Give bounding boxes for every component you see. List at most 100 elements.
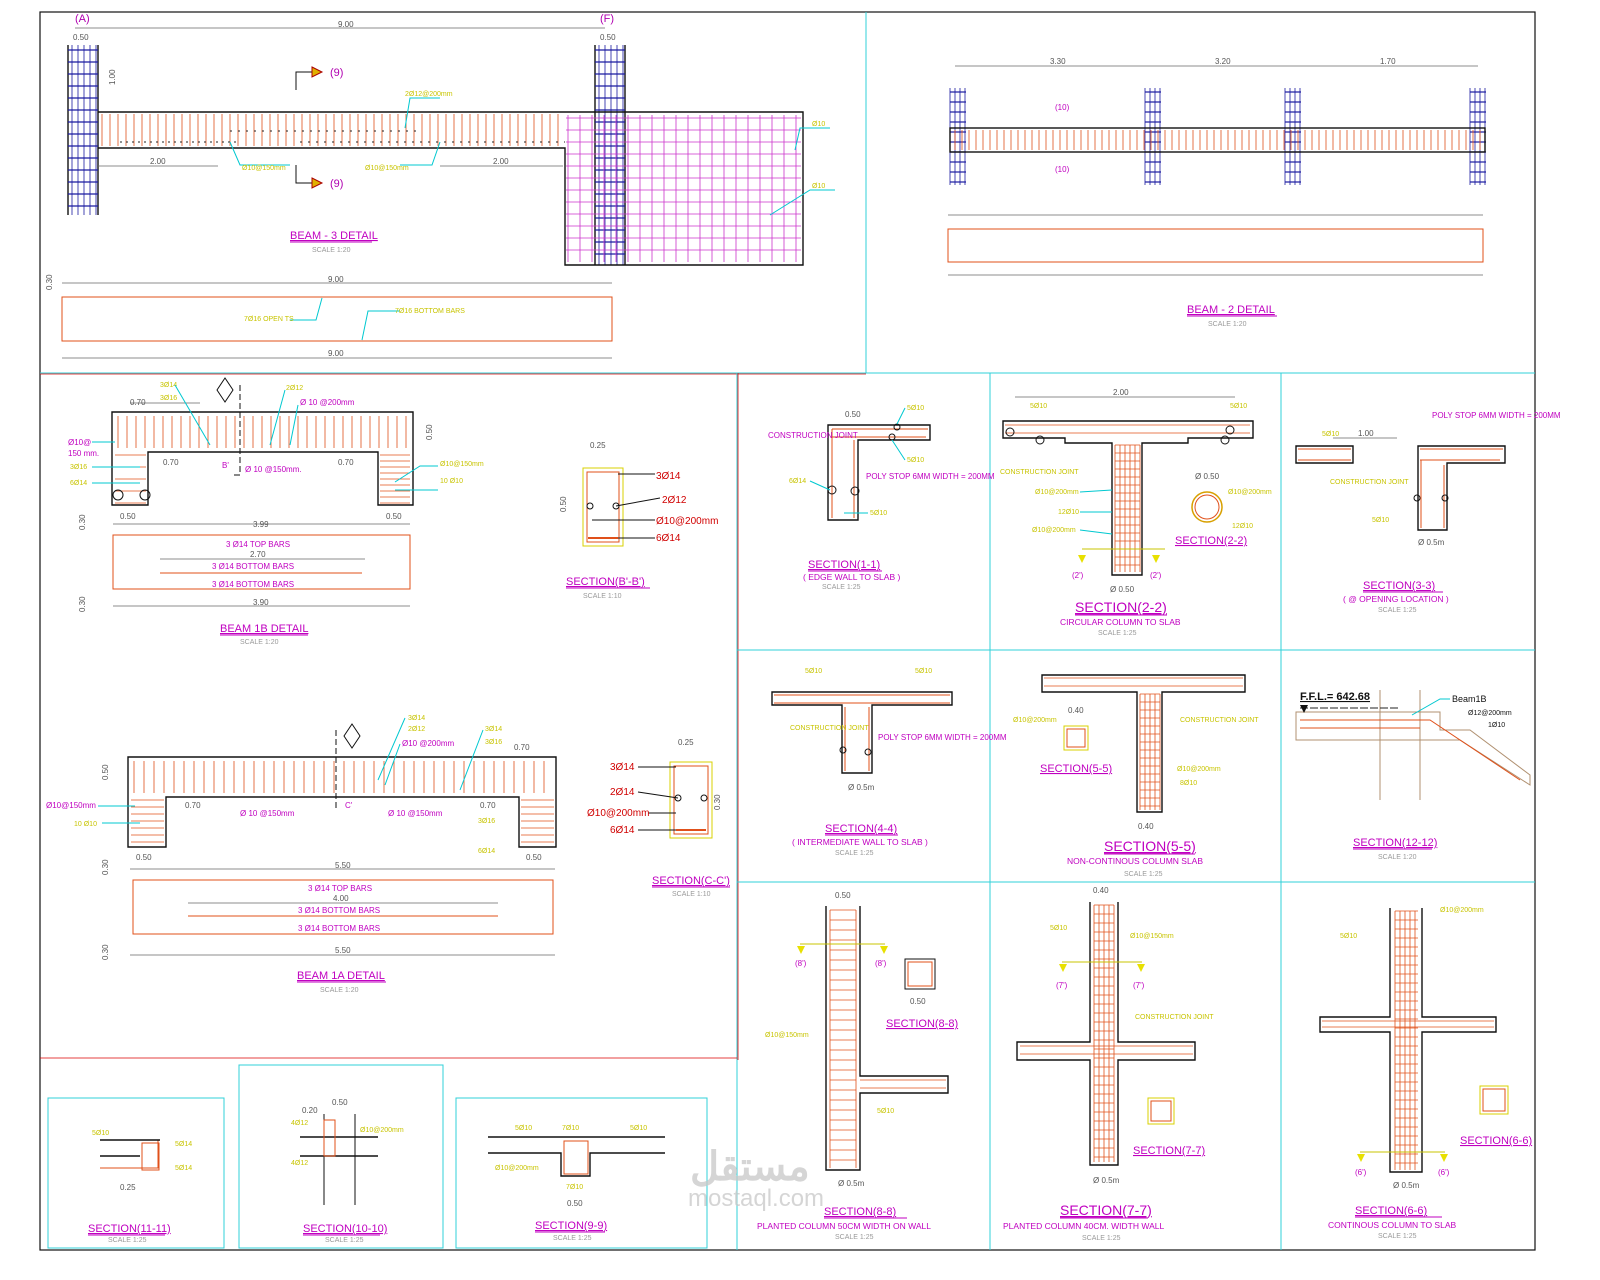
label-ties-2: Ø10@200mm: [1032, 527, 1076, 534]
label-construction-joint: CONSTRUCTION JOINT: [1135, 1014, 1214, 1021]
watermark: مستقل mostaql.com: [688, 1145, 824, 1212]
ffl-level: F.F.L.= 642.68: [1300, 691, 1370, 703]
label-bar-tr: 5Ø10: [1230, 403, 1247, 410]
label-bar-mid: 7Ø10: [562, 1125, 579, 1132]
section-7-7: 0.40 (7') (7') CONSTRUCTION JOINT Ø10@15…: [1003, 886, 1214, 1242]
scale-section-5-5: SCALE 1:25: [1124, 871, 1163, 878]
label-bar-2: 5Ø14: [175, 1141, 192, 1148]
subtitle-section-8-8: PLANTED COLUMN 50CM WIDTH ON WALL: [757, 1221, 931, 1231]
subtitle-section-6-6: CONTINOUS COLUMN TO SLAB: [1328, 1220, 1456, 1230]
label-mesh-1: Ø10: [812, 121, 825, 128]
label-6o14: 6Ø14: [789, 478, 806, 485]
section-5-5: 0.40 Ø10@200mm CONSTRUCTION JOINT Ø10@20…: [1013, 674, 1259, 878]
label-ties-1: Ø10@200mm: [1035, 489, 1079, 496]
section-mark-7-right: (7'): [1133, 981, 1145, 990]
label-circ-bars: 12Ø10: [1232, 523, 1253, 530]
title-section-b-b: SECTION(B'-B'): [566, 576, 645, 588]
label-o10-200: Ø 10 @200mm: [300, 398, 355, 407]
dim-dia: Ø 0.5m: [838, 1179, 865, 1188]
title-section-2-2: SECTION(2-2): [1075, 599, 1167, 615]
label-10o10: 10 Ø10: [440, 478, 463, 485]
dim-030: 0.30: [101, 859, 110, 875]
section-mark-8-right: (8'): [875, 959, 887, 968]
label-o10-150: Ø10@150mm: [46, 801, 96, 810]
scale-beam-1a: SCALE 1:20: [320, 987, 359, 994]
label-bar-tl: 5Ø10: [1030, 403, 1047, 410]
small-title-section-5-5: SECTION(5-5): [1040, 763, 1112, 775]
label-poly-stop: POLY STOP 6MM WIDTH = 200MM: [1432, 411, 1561, 420]
dim-dia: Ø 0.5m: [1418, 538, 1445, 547]
label-bar-tr: 5Ø10: [630, 1125, 647, 1132]
title-section-4-4: SECTION(4-4): [825, 823, 897, 835]
title-section-3-3: SECTION(3-3): [1363, 580, 1435, 592]
plan-label-top: 3 Ø14 TOP BARS: [308, 884, 372, 893]
label-top-bars: 2Ø12@200mm: [405, 91, 453, 98]
scale-section-3-3: SCALE 1:25: [1378, 607, 1417, 614]
bar-label-2: 2Ø12: [662, 495, 687, 506]
small-title-section-7-7: SECTION(7-7): [1133, 1145, 1205, 1157]
bar-label-2: 2Ø14: [610, 787, 635, 798]
dim-len-bottom: 5.50: [335, 946, 351, 955]
label-poly-stop: POLY STOP 6MM WIDTH = 200MM: [866, 472, 995, 481]
label-bar-2: 4Ø12: [291, 1160, 308, 1167]
beam-2-columns: [949, 88, 1486, 185]
dim-b2-2: 3.20: [1215, 57, 1231, 66]
label-construction-joint: CONSTRUCTION JOINT: [1180, 717, 1259, 724]
small-title-section-2-2: SECTION(2-2): [1175, 535, 1247, 547]
scale-section-9-9: SCALE 1:25: [553, 1235, 592, 1242]
label-150mm: 150 mm.: [68, 449, 99, 458]
section-mark-7-left: (7'): [1056, 981, 1068, 990]
label-bar: 8Ø10: [1180, 780, 1197, 787]
label-1o10: 1Ø10: [1488, 722, 1505, 729]
section-mark-2-right: (2'): [1150, 571, 1162, 580]
label-2o12: 2Ø12: [286, 385, 303, 392]
scale-section-7-7: SCALE 1:25: [1082, 1235, 1121, 1242]
section-mark-8-left: (8'): [795, 959, 807, 968]
dim-070-c: 0.70: [480, 801, 496, 810]
label-bar-tl: 5Ø10: [805, 668, 822, 675]
title-section-11-11: SECTION(11-11): [88, 1223, 171, 1235]
scale-section-2-2: SCALE 1:25: [1098, 630, 1137, 637]
dim-070-c: 0.70: [338, 458, 354, 467]
label-o10-150-right: Ø10@150mm: [440, 461, 484, 468]
label-3o16-b: 3Ø16: [70, 464, 87, 471]
label-o10: Ø10@: [68, 438, 91, 447]
scale-section-4-4: SCALE 1:25: [835, 850, 874, 857]
title-section-6-6: SECTION(6-6): [1355, 1205, 1427, 1217]
dim-050: 0.50: [136, 853, 152, 862]
label-stirrups-right: Ø10@150mm: [365, 165, 409, 172]
section-mark-9-bottom: (9): [330, 178, 343, 190]
beam-1a-detail: C' 3Ø14 2Ø12 Ø10 @200mm 3Ø14 3Ø16 Ø10@15…: [46, 715, 557, 994]
section-mark-10: (10): [1055, 103, 1070, 112]
dim-len-mid: 4.00: [333, 894, 349, 903]
label-ties: Ø10@150mm: [765, 1032, 809, 1039]
beam-1a-stirrups: [131, 761, 554, 843]
dim-span: 9.00: [338, 20, 354, 29]
label-ties: Ø10@150mm: [1130, 933, 1174, 940]
plan-label-bottom-2: 3 Ø14 BOTTOM BARS: [212, 580, 294, 589]
title-section-5-5: SECTION(5-5): [1104, 838, 1196, 854]
subtitle-section-5-5: NON-CONTINOUS COLUMN SLAB: [1067, 856, 1203, 866]
column-rebar: [1020, 904, 1193, 1162]
label-3o14: 3Ø14: [160, 382, 177, 389]
plan-label-bottom-2: 3 Ø14 BOTTOM BARS: [298, 924, 380, 933]
label-poly-stop: POLY STOP 6MM WIDTH = 200MM: [878, 733, 1007, 742]
label-ties: Ø10@200mm: [1440, 907, 1484, 914]
dim-200: 2.00: [1113, 388, 1129, 397]
section-6-6: (6') (6') Ø10@200mm 5Ø10 Ø 0.5m SECTION(…: [1319, 907, 1532, 1240]
dim-040: 0.40: [1068, 706, 1084, 715]
column-rebar: [829, 909, 946, 1168]
label-bar-bottom: 7Ø10: [566, 1184, 583, 1191]
scale-section-b-b: SCALE 1:10: [583, 593, 622, 600]
small-title-section-8-8: SECTION(8-8): [886, 1018, 958, 1030]
scale-section-10-10: SCALE 1:25: [325, 1237, 364, 1244]
section-10-10: 0.50 0.20 4Ø12 4Ø12 Ø10@200mm SECTION(10…: [291, 1098, 404, 1244]
label-bar: 5Ø10: [1050, 925, 1067, 932]
dim-050-small: 0.50: [910, 997, 926, 1006]
dim-width: 0.25: [590, 441, 606, 450]
bar-label-1: 3Ø14: [610, 762, 635, 773]
label-bar-bottom: 5Ø10: [907, 457, 924, 464]
label-construction-joint: CONSTRUCTION JOINT: [768, 431, 858, 440]
dim-025: 0.25: [120, 1183, 136, 1192]
dim-050-b: 0.50: [386, 512, 402, 521]
